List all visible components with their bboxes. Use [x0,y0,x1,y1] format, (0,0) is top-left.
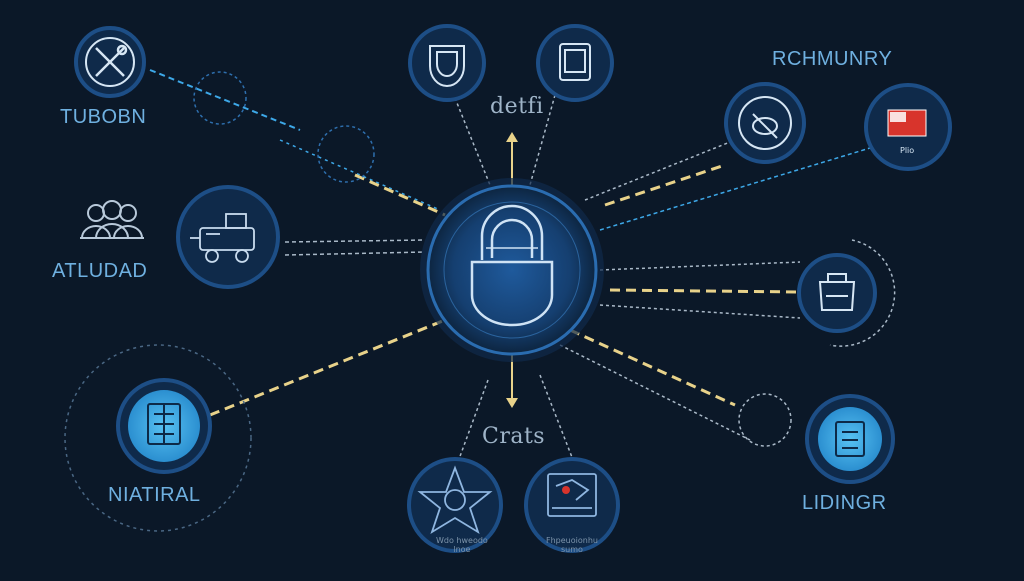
connector-top-right-blue [599,147,871,231]
node-bottom-left[interactable] [116,378,212,474]
connector-top-right-1 [584,139,736,201]
connector-bottom-center-2 [539,374,576,466]
connector-bottom-center-1 [454,379,489,471]
label-bottom-center: Crats [482,424,546,449]
clipboard-icon [147,403,181,445]
arrow-up-icon [506,132,518,142]
connector-bottom-right-2 [559,344,751,441]
connector-top-left-1 [149,69,301,131]
shield-icon [429,45,465,87]
money-icon [752,113,778,139]
connector-ring-bottom-left [64,344,252,532]
node-bottom-center-2[interactable] [524,457,620,553]
label-bottom-right: LIDINGR [802,492,887,514]
node-top-right-2[interactable] [864,83,952,171]
node-mid-right[interactable] [797,253,877,333]
caption-bottom-node-2: Fhpeuoionhu sumo [546,536,598,554]
tablet-icon [559,43,591,81]
padlock-icon [470,204,554,327]
connector-left-2 [284,251,426,256]
label-top-left: TUBOBN [60,106,147,128]
connector-node-small-1 [193,71,247,125]
label-top-right: RCHMUNRY [772,48,893,70]
connector-left-1 [284,239,426,243]
node-mid-left[interactable] [176,185,280,289]
node-top-right-1[interactable] [724,82,806,164]
connector-top-center-1 [454,97,491,186]
caption-bottom-node-1: Wdo hweodo lnoe [436,536,488,554]
tools-icon [95,44,128,77]
connector-right-yellow [609,288,801,294]
checklist-icon [835,421,865,457]
connector-right-3 [599,304,801,319]
connector-node-small-3 [738,393,792,447]
connector-top-right-yellow [604,163,726,207]
connector-bottom-left [209,316,451,417]
connector-top-left-yellow [354,173,446,217]
node-top-center-2[interactable] [536,24,614,102]
star-icon [417,465,493,535]
machine-icon [190,213,255,263]
caption-flag-node: Plio [900,146,915,155]
connector-right-1 [599,261,801,271]
center-hub [420,178,604,362]
node-top-center-1[interactable] [408,24,486,102]
node-top-left[interactable] [74,26,146,98]
flag-icon [887,109,927,137]
label-top-center: detfi [490,94,544,119]
arrow-down-icon [506,398,518,408]
connectors [64,69,896,532]
connector-ring-right [829,239,896,347]
connector-node-small-2 [317,125,375,183]
hand-icon [547,473,597,517]
node-bottom-center-1[interactable] [407,457,503,553]
label-bottom-left: NIATIRAL [108,484,201,506]
people-icon [80,200,144,239]
label-mid-left: ATLUDAD [52,260,148,282]
connector-top-left-2 [279,139,441,211]
bag-icon [818,273,856,311]
node-bottom-right[interactable] [805,394,895,484]
connector-bottom-right-yellow [569,328,736,407]
